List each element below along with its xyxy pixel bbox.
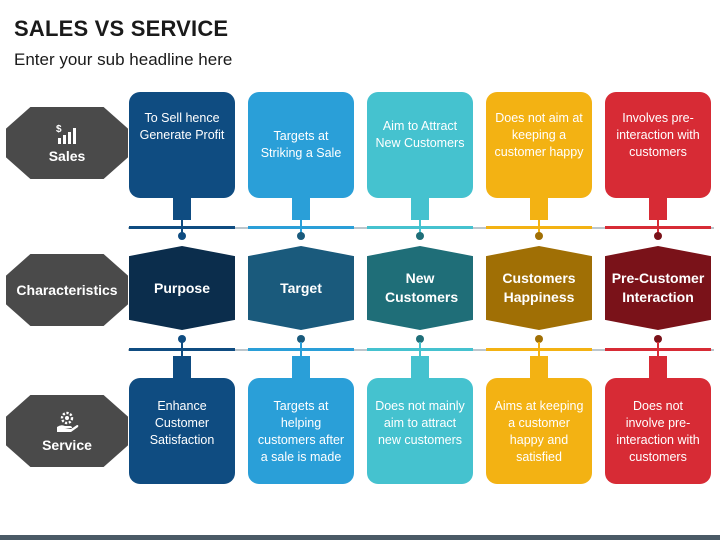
characteristic-text: New Customers: [385, 270, 459, 305]
card-stem: [530, 356, 548, 378]
connector-dot: [654, 335, 662, 343]
card-stem: [649, 356, 667, 378]
characteristics-label: Characteristics: [16, 282, 118, 298]
connector-dot: [416, 335, 424, 343]
connector-dot: [297, 335, 305, 343]
connector-dot: [178, 232, 186, 240]
page-subtitle: Enter your sub headline here: [14, 50, 233, 69]
divider: [129, 226, 235, 229]
service-card: Enhance Customer Satisfaction: [129, 378, 235, 484]
service-card: Aims at keeping a customer happy and sat…: [486, 378, 592, 484]
column-target: Targets at Striking a Sale Target Target…: [248, 0, 354, 540]
connector: [419, 342, 421, 356]
connector: [538, 342, 540, 356]
divider: [486, 226, 592, 229]
connector-dot: [178, 335, 186, 343]
service-card-text: Does not involve pre-interaction with cu…: [616, 399, 700, 464]
connector: [657, 342, 659, 356]
characteristic-hexagon: Pre-Customer Interaction: [605, 246, 711, 330]
gear-hand-icon: [54, 410, 80, 437]
sales-card-text: Targets at Striking a Sale: [260, 129, 342, 160]
service-label: Service: [42, 436, 92, 453]
service-card-text: Does not mainly aim to attract new custo…: [375, 399, 465, 447]
service-card: Targets at helping customers after a sal…: [248, 378, 354, 484]
sales-card-text: Does not aim at keeping a customer happy: [494, 111, 584, 159]
connector-dot: [654, 232, 662, 240]
service-row-label: Service: [6, 395, 128, 467]
footer-bar: [0, 535, 720, 540]
service-card-text: Targets at helping customers after a sal…: [257, 399, 345, 464]
card-stem: [173, 356, 191, 378]
column-pre-customer-interaction: Involves pre-interaction with customers …: [605, 0, 711, 540]
page-title: SALES VS SERVICE: [14, 16, 229, 41]
svg-text:$: $: [56, 124, 62, 135]
characteristic-hexagon: Target: [248, 246, 354, 330]
characteristic-text: Customers Happiness: [502, 270, 576, 305]
column-purpose: To Sell hence Generate Profit Purpose En…: [129, 0, 235, 540]
characteristic-hexagon: Customers Happiness: [486, 246, 592, 330]
service-card-text: Enhance Customer Satisfaction: [149, 399, 215, 447]
sales-card: To Sell hence Generate Profit: [129, 92, 235, 198]
card-stem: [411, 356, 429, 378]
connector-dot: [535, 335, 543, 343]
divider: [605, 226, 711, 229]
sales-row-label: $ Sales: [6, 107, 128, 179]
connector-dot: [535, 232, 543, 240]
service-card-text: Aims at keeping a customer happy and sat…: [494, 399, 584, 464]
connector: [300, 342, 302, 356]
card-stem: [292, 198, 310, 220]
service-card: Does not involve pre-interaction with cu…: [605, 378, 711, 484]
characteristics-row-label: Characteristics: [6, 254, 128, 326]
dollar-chart-icon: $: [54, 123, 80, 148]
card-stem: [530, 198, 548, 220]
connector-dot: [297, 232, 305, 240]
card-stem: [649, 198, 667, 220]
characteristic-text: Target: [280, 279, 322, 296]
service-card: Does not mainly aim to attract new custo…: [367, 378, 473, 484]
card-stem: [411, 198, 429, 220]
sales-card-text: Aim to Attract New Customers: [375, 119, 465, 150]
characteristic-hexagon: Purpose: [129, 246, 235, 330]
sales-label: Sales: [48, 147, 86, 164]
card-stem: [173, 198, 191, 220]
card-stem: [292, 356, 310, 378]
sales-card: Involves pre-interaction with customers: [605, 92, 711, 198]
column-customers-happiness: Does not aim at keeping a customer happy…: [486, 0, 592, 540]
sales-card: Does not aim at keeping a customer happy: [486, 92, 592, 198]
characteristic-text: Purpose: [153, 279, 210, 296]
connector: [181, 342, 183, 356]
divider: [367, 226, 473, 229]
sales-card: Targets at Striking a Sale: [248, 92, 354, 198]
connector-dot: [416, 232, 424, 240]
sales-card-text: Involves pre-interaction with customers: [616, 111, 700, 159]
characteristic-hexagon: New Customers: [367, 246, 473, 330]
sales-card-text: To Sell hence Generate Profit: [139, 111, 225, 142]
column-new-customers: Aim to Attract New Customers New Custome…: [367, 0, 473, 540]
divider: [248, 226, 354, 229]
sales-card: Aim to Attract New Customers: [367, 92, 473, 198]
characteristic-text: Pre-Customer Interaction: [611, 270, 705, 305]
